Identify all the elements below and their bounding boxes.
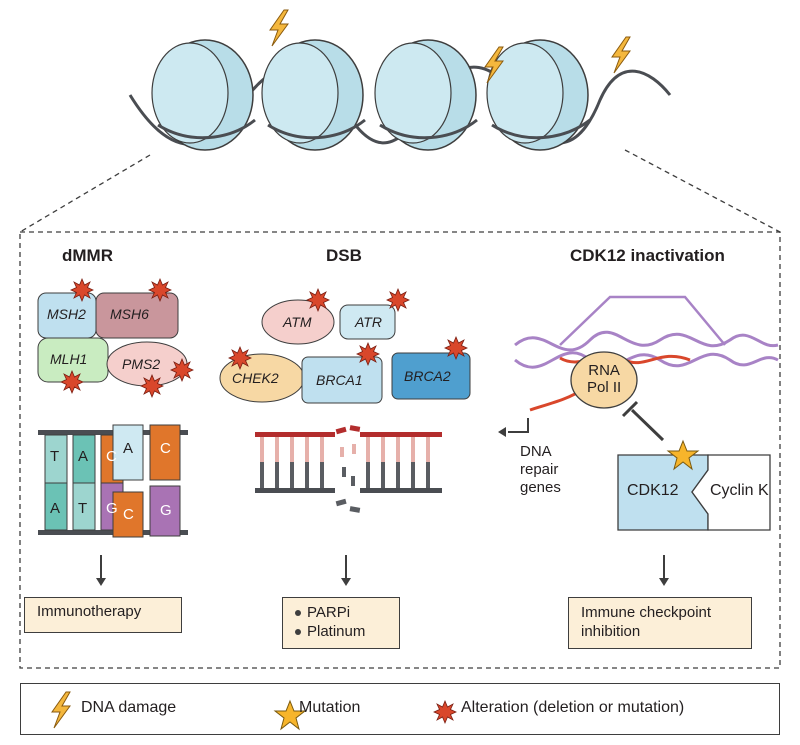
zoom-panel bbox=[19, 231, 781, 669]
cdk12-cyclin-complex bbox=[617, 439, 771, 531]
base-label: C bbox=[160, 440, 171, 457]
legend: DNA damage Mutation Alteration (deletion… bbox=[20, 683, 780, 735]
base-label: C bbox=[106, 448, 117, 465]
cdk12-label: CDK12 bbox=[627, 482, 679, 499]
gene-mlh1: MLH1 bbox=[50, 351, 88, 367]
base-label: T bbox=[78, 500, 88, 517]
lightning-icon bbox=[269, 9, 289, 47]
base-label: C bbox=[123, 506, 134, 523]
cdk12-title: CDK12 inactivation bbox=[570, 246, 725, 265]
gene-brca1: BRCA1 bbox=[316, 372, 363, 388]
gene-atm: ATM bbox=[283, 314, 312, 330]
gene-brca2: BRCA2 bbox=[404, 368, 451, 384]
checkpoint-therapy-box: Immune checkpoint inhibition bbox=[568, 597, 752, 649]
base-label: A bbox=[50, 500, 61, 517]
nucleosome-2 bbox=[261, 39, 364, 151]
broken-dna bbox=[255, 425, 442, 513]
base-label: G bbox=[106, 500, 118, 517]
gene-msh2: MSH2 bbox=[47, 306, 86, 322]
outcome-arrows bbox=[96, 555, 669, 586]
chromatin-fiber bbox=[128, 9, 672, 151]
gene-pms2: PMS2 bbox=[122, 356, 161, 372]
gene-msh6: MSH6 bbox=[110, 306, 149, 322]
legend-alteration: Alteration (deletion or mutation) bbox=[461, 699, 685, 716]
base-label: T bbox=[50, 448, 60, 465]
base-label: G bbox=[160, 502, 172, 519]
dsb-therapy-box: PARPi Platinum bbox=[282, 597, 400, 649]
legend-mutation: Mutation bbox=[299, 699, 361, 716]
dsb-title: DSB bbox=[326, 246, 362, 265]
transcription-bubble bbox=[514, 295, 779, 412]
nucleosome-3 bbox=[374, 39, 477, 151]
mismatch-base-pairs bbox=[38, 424, 188, 538]
base-label: A bbox=[78, 448, 89, 465]
mutation-star-icon bbox=[666, 439, 700, 471]
rna-pol-ii bbox=[570, 351, 638, 409]
base-label: A bbox=[123, 440, 134, 457]
cyclin-k-label: Cyclin K bbox=[710, 482, 769, 499]
legend-dna-damage: DNA damage bbox=[81, 699, 177, 716]
nucleosome-4 bbox=[486, 39, 589, 151]
gene-chek2: CHEK2 bbox=[232, 370, 279, 386]
nucleosome-1 bbox=[151, 39, 254, 151]
gene-atr: ATR bbox=[355, 314, 382, 330]
legend-star-icon bbox=[273, 699, 307, 731]
dmmr-title: dMMR bbox=[62, 246, 113, 265]
immunotherapy-box: Immunotherapy bbox=[24, 597, 182, 633]
dmmr-proteins bbox=[37, 278, 194, 398]
lightning-icon bbox=[611, 36, 631, 74]
dsb-proteins bbox=[219, 288, 471, 404]
